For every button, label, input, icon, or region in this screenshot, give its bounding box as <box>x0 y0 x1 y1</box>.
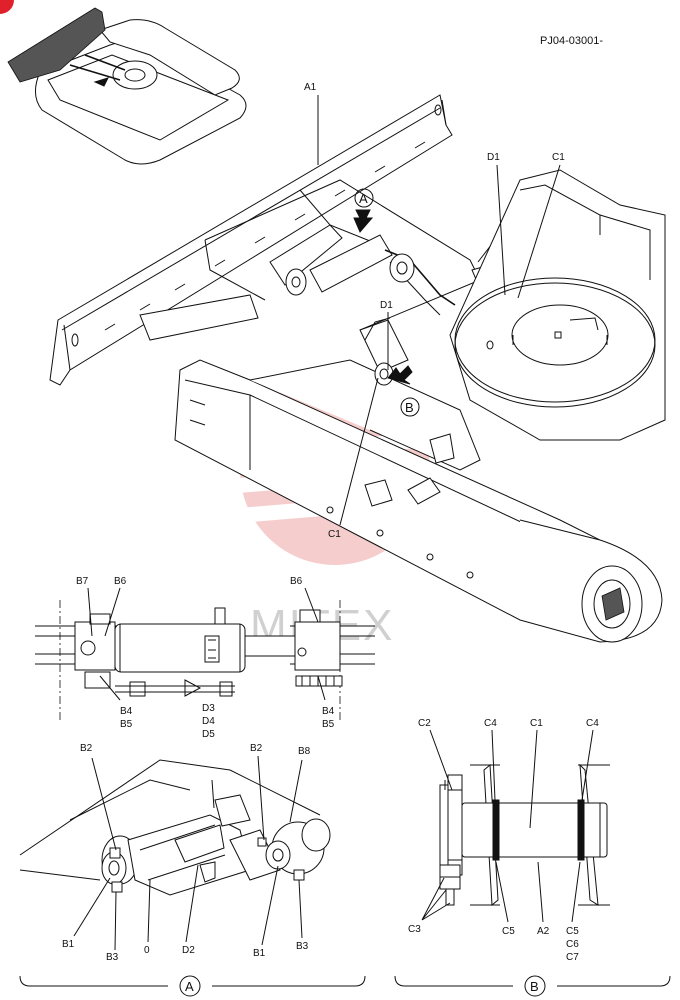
view-marker-b: B <box>405 400 414 415</box>
dozer-cylinder <box>269 224 456 316</box>
label-d4: D4 <box>202 716 215 727</box>
label-b2-right: B2 <box>250 743 263 754</box>
label-b7: B7 <box>76 576 89 587</box>
label-d5: D5 <box>202 729 215 740</box>
label-b2-left: B2 <box>80 743 93 754</box>
corner-marker <box>0 0 14 14</box>
label-c5-right: C5 <box>566 926 579 937</box>
view-marker-a: A <box>359 191 368 206</box>
label-b5-right: B5 <box>322 719 335 730</box>
blade-bracket <box>139 294 259 341</box>
machine-overview-thumbnail <box>7 7 247 165</box>
label-b6-left: B6 <box>114 576 127 587</box>
label-d3: D3 <box>202 703 215 714</box>
label-c5-left: C5 <box>502 926 515 937</box>
label-b1-left: B1 <box>62 939 75 950</box>
label-b6-right: B6 <box>290 576 303 587</box>
label-c6: C6 <box>566 939 579 950</box>
label-c4-right: C4 <box>586 718 599 729</box>
label-d1-top: D1 <box>487 152 500 163</box>
label-b5-left: B5 <box>120 719 133 730</box>
detail-a-caption: A <box>19 975 366 997</box>
label-c7: C7 <box>566 952 579 963</box>
detail-b-view <box>421 729 610 923</box>
label-a2: A2 <box>537 926 550 937</box>
detail-a-marker: A <box>185 979 194 994</box>
label-c4-left: C4 <box>484 718 497 729</box>
detail-b-marker: B <box>530 979 539 994</box>
leader-d1-top <box>496 164 506 296</box>
label-a1: A1 <box>304 82 317 93</box>
label-d2: D2 <box>182 945 195 956</box>
label-c1-top: C1 <box>552 152 565 163</box>
cylinder-plan-view <box>35 587 375 720</box>
label-b4-left: B4 <box>120 706 133 717</box>
main-assembly-view: A <box>49 94 666 643</box>
label-c1-detail: C1 <box>530 718 543 729</box>
label-b8: B8 <box>298 746 311 757</box>
document-id: PJ04-03001- <box>540 35 603 47</box>
swing-frame <box>449 169 666 441</box>
label-d1-mid: D1 <box>380 300 393 311</box>
label-c3: C3 <box>408 924 421 935</box>
detail-b-caption: B <box>394 975 671 997</box>
label-c1-bottom: C1 <box>328 529 341 540</box>
label-b1-right: B1 <box>253 948 266 959</box>
dozer-blade <box>49 94 453 386</box>
blade-arm-frame <box>204 179 481 331</box>
view-arrow-a: A <box>353 188 374 233</box>
leader-c1-bottom <box>339 377 379 526</box>
label-b3-right: B3 <box>296 941 309 952</box>
label-c2: C2 <box>418 718 431 729</box>
label-b3-left: B3 <box>106 952 119 963</box>
leader-c1-top <box>517 164 561 299</box>
label-b4-right: B4 <box>322 706 335 717</box>
track-frame <box>174 359 663 643</box>
detail-a-view <box>19 755 331 951</box>
view-arrow-b: B <box>387 365 420 417</box>
label-zero: 0 <box>144 945 150 956</box>
